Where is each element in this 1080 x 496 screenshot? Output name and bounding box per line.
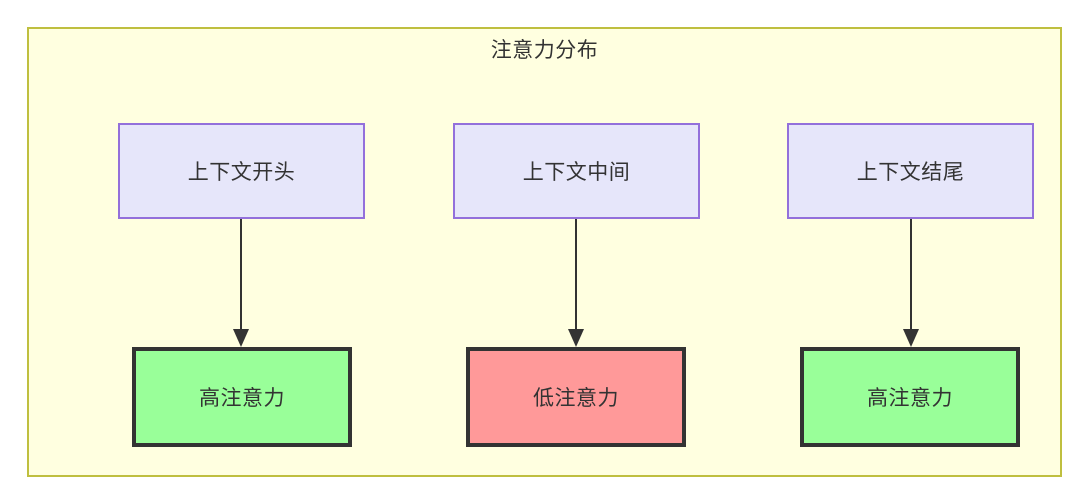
node-context-start[interactable]: 上下文开头 bbox=[118, 123, 365, 219]
node-attention-high-end[interactable]: 高注意力 bbox=[800, 347, 1020, 447]
edge-context-start-to-attention-high-start bbox=[233, 219, 249, 347]
node-attention-high-end-label: 高注意力 bbox=[867, 387, 953, 410]
node-attention-low-middle-label: 低注意力 bbox=[533, 387, 619, 410]
node-attention-high-start[interactable]: 高注意力 bbox=[132, 347, 352, 447]
diagram-title: 注意力分布 bbox=[490, 39, 599, 62]
node-context-middle-label: 上下文中间 bbox=[522, 161, 631, 184]
node-attention-high-start-label: 高注意力 bbox=[199, 387, 285, 410]
node-context-start-label: 上下文开头 bbox=[187, 161, 296, 184]
node-context-middle[interactable]: 上下文中间 bbox=[453, 123, 700, 219]
edge-context-middle-to-attention-low-middle bbox=[568, 219, 584, 347]
node-attention-low-middle[interactable]: 低注意力 bbox=[466, 347, 686, 447]
arrowhead-icon bbox=[903, 329, 919, 347]
attention-distribution-container: 注意力分布 上下文开头 上下文中间 上下文结尾 高注意力 低 bbox=[27, 27, 1062, 477]
node-context-end-label: 上下文结尾 bbox=[856, 161, 965, 184]
node-context-end[interactable]: 上下文结尾 bbox=[787, 123, 1034, 219]
arrowhead-icon bbox=[568, 329, 584, 347]
edge-context-end-to-attention-high-end bbox=[903, 219, 919, 347]
arrowhead-icon bbox=[233, 329, 249, 347]
